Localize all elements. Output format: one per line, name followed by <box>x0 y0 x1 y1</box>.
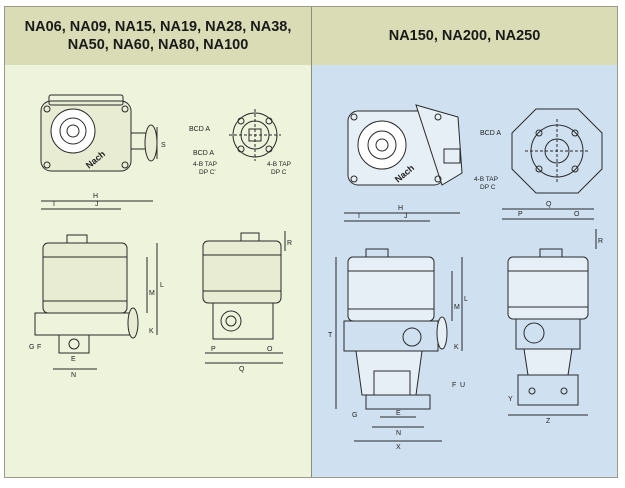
left-model-header: NA06, NA09, NA15, NA19, NA28, NA38, NA50… <box>5 7 311 65</box>
right-dim-h: H <box>398 205 403 212</box>
left-flange-view: BCD A BCD A 4-B TAP DP C' 4-B TAP DP C <box>189 109 291 176</box>
panel-divider <box>311 7 312 477</box>
right-drawing-panel: Nach BCD A 4-B TAP DP C H I J <box>312 65 617 477</box>
left-drawing-panel: S Nach BCD A BCD A 4-B TAP DP C' 4-B TAP… <box>5 65 311 477</box>
right-dim-z: Z <box>546 418 551 425</box>
datasheet-frame: NA06, NA09, NA15, NA19, NA28, NA38, NA50… <box>4 6 618 478</box>
right-model-list: NA150, NA200, NA250 <box>388 28 541 44</box>
right-dim-o: O <box>574 211 580 218</box>
right-dim-x: X <box>396 444 401 451</box>
right-top-view: Nach <box>347 104 463 186</box>
left-dim-l: L <box>160 282 164 289</box>
right-dim-m: M <box>454 304 460 311</box>
left-dim-p: P <box>211 346 216 353</box>
right-dim-k: K <box>454 344 459 351</box>
left-tap1: 4-B TAP <box>193 161 217 168</box>
right-dim-r: R <box>598 238 603 245</box>
left-dim-r: R <box>287 240 292 247</box>
left-dim-n: N <box>71 372 76 379</box>
right-dim-u: U <box>460 382 465 389</box>
left-dim-m: M <box>149 290 155 297</box>
right-dim-i: I <box>358 213 360 220</box>
left-dim-g: G <box>29 344 34 351</box>
left-model-list: NA06, NA09, NA15, NA19, NA28, NA38, NA50… <box>24 19 292 53</box>
left-bcd-a2: BCD A <box>193 150 214 157</box>
right-bcd-a: BCD A <box>480 130 501 137</box>
right-dim-p: P <box>518 211 523 218</box>
left-tap2: 4-B TAP <box>267 161 291 168</box>
right-dim-e: E <box>396 410 401 417</box>
right-tap: 4-B TAP <box>474 176 498 183</box>
left-front-view: H I J L M K N E G F <box>29 193 164 379</box>
right-tapb: DP C <box>480 184 496 191</box>
left-dim-s: S <box>161 142 166 149</box>
left-dim-i: I <box>53 201 55 208</box>
left-dim-h: H <box>93 193 98 200</box>
left-side-view: P O Q R <box>202 231 292 373</box>
left-dim-o: O <box>267 346 273 353</box>
left-top-view: S Nach <box>40 94 166 172</box>
left-dim-e: E <box>71 356 76 363</box>
right-dim-j: J <box>404 213 408 220</box>
left-drawings: S Nach BCD A BCD A 4-B TAP DP C' 4-B TAP… <box>29 94 292 379</box>
left-dim-q: Q <box>239 366 245 373</box>
left-bcd-a1: BCD A <box>189 126 210 133</box>
right-model-header: NA150, NA200, NA250 <box>312 7 617 65</box>
right-dim-q: Q <box>546 201 552 208</box>
left-tap2b: DP C <box>271 169 287 176</box>
right-dim-g: G <box>352 412 357 419</box>
right-dim-t: T <box>328 332 333 339</box>
right-dim-n: N <box>396 430 401 437</box>
right-flange-view: BCD A 4-B TAP DP C <box>474 108 603 194</box>
right-front-view: H I J L M K T F <box>328 205 468 451</box>
right-drawings: Nach BCD A 4-B TAP DP C H I J <box>328 104 603 451</box>
left-dim-j: J <box>95 201 99 208</box>
left-tap1b: DP C' <box>199 169 216 176</box>
right-dim-y: Y <box>508 396 513 403</box>
left-dim-k: K <box>149 328 154 335</box>
right-dim-l: L <box>464 296 468 303</box>
right-side-view: P O Q R Z Y <box>502 201 603 425</box>
right-dim-f: F <box>452 382 456 389</box>
left-dim-f: F <box>37 344 41 351</box>
